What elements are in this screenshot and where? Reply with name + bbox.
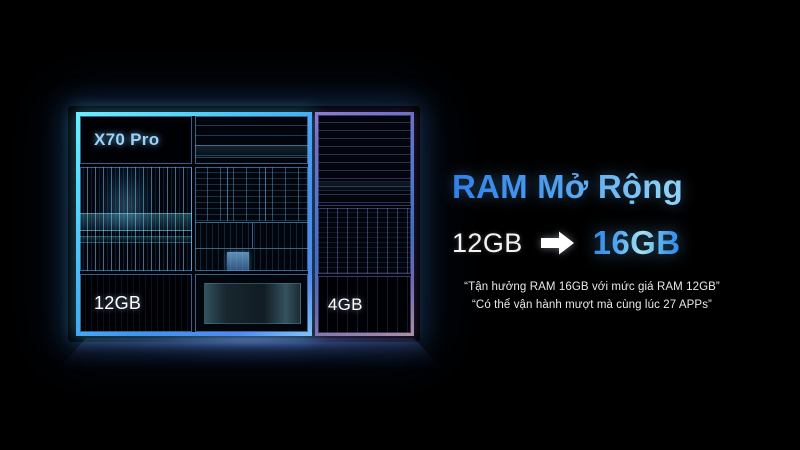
die-block-logic [195, 167, 308, 271]
chip-model-label: X70 Pro [94, 130, 160, 149]
main-chip-die: X70 Pro [80, 116, 308, 332]
die-block-top-right [195, 116, 308, 164]
side-trace-lines [317, 115, 411, 207]
package-module [204, 283, 301, 324]
memory-bus-band [80, 212, 193, 231]
logic-sub-block-mid [195, 222, 308, 249]
die-block-package [195, 274, 308, 332]
side-trace-band [317, 180, 411, 191]
trace-band [195, 144, 308, 158]
side-die-block-mid [317, 208, 411, 275]
model-label-cell: X70 Pro [80, 116, 193, 164]
highlighted-logic-block [226, 252, 250, 271]
quote-block: “Tận hưởng RAM 16GB với mức giá RAM 12GB… [458, 278, 726, 314]
chip-capacity-label: 12GB [94, 292, 142, 313]
logic-divider-b [265, 167, 267, 222]
capacity-comparison-row: 12GB 16GB [452, 224, 782, 262]
main-chip-frame: X70 Pro [76, 112, 312, 336]
logic-sub-block-lower [195, 248, 308, 271]
logic-grid-texture [195, 167, 308, 222]
text-panel: RAM Mở Rộng 12GB 16GB “Tận hưởng RAM 16G… [452, 168, 782, 315]
logic-sub-block-upper [195, 167, 308, 222]
memory-die-illustration: X70 Pro [76, 112, 414, 336]
side-die-block-top [317, 115, 411, 207]
logic-fine-columns-lower [195, 249, 308, 271]
headline-title: RAM Mở Rộng [452, 168, 782, 206]
quote-line-1: “Tận hưởng RAM 16GB với mức giá RAM 12GB… [464, 281, 720, 294]
capacity-from-label: 12GB [452, 227, 523, 258]
side-capacity-label-cell: 4GB [317, 276, 411, 333]
arrow-right-icon [540, 230, 575, 256]
quote-line-2: “Có thể vận hành mượt mà cùng lúc 27 APP… [472, 299, 712, 312]
logic-divider-c [251, 223, 253, 249]
side-chip-frame: 4GB [314, 112, 414, 336]
side-chip-capacity-label: 4GB [327, 294, 363, 314]
logic-divider-a [226, 167, 228, 222]
side-chip-die: 4GB [317, 115, 411, 333]
die-block-memory-banks [80, 167, 193, 271]
side-row-lines [317, 208, 411, 275]
capacity-to-label: 16GB [592, 224, 681, 262]
memory-bus-band-secondary [80, 235, 193, 243]
capacity-label-cell: 12GB [80, 274, 193, 332]
